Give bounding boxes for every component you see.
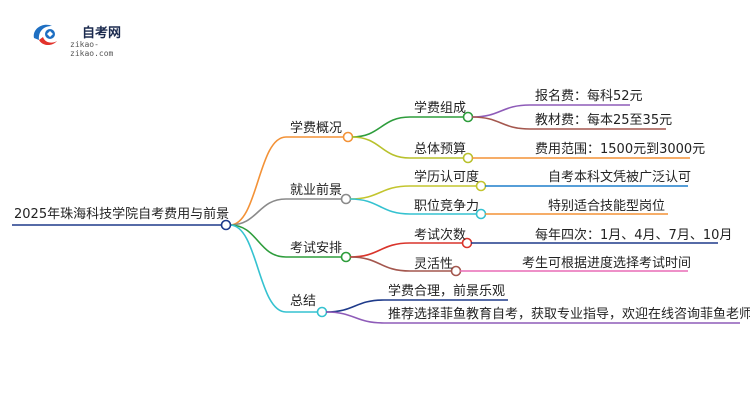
branch-summary: 总结	[290, 294, 317, 309]
edge-root-to-branch-0	[229, 136, 287, 226]
node-flexibility: 灵活性	[414, 257, 454, 272]
branch-node-1	[340, 193, 352, 205]
edge-root-to-branch-3	[229, 224, 287, 313]
leaf-registration-fee: 报名费：每科52元	[535, 89, 643, 104]
edge-branch-3-child-1	[325, 311, 385, 324]
node-summary-recommend: 推荐选择菲鱼教育自考，获取专业指导，欢迎在线咨询菲鱼老师	[388, 307, 750, 322]
branch-node-3	[316, 306, 328, 318]
node-fee-composition: 学费组成	[414, 101, 467, 116]
edge-root-to-branch-1	[229, 198, 287, 226]
node-total-budget: 总体预算	[414, 142, 467, 157]
leaf-degree-recognized: 自考本科文凭被广泛认可	[548, 170, 692, 185]
node-exam-count: 考试次数	[414, 228, 467, 243]
edge-child-0-0-leaf-1	[471, 116, 531, 130]
node-job-competitiveness: 职位竞争力	[414, 199, 480, 214]
edge-branch-1-child-0	[349, 185, 411, 200]
edge-branch-2-child-1	[349, 256, 411, 272]
edge-branch-2-child-0	[349, 242, 411, 258]
leaf-exam-schedule: 每年四次：1月、4月、7月、10月	[535, 228, 733, 243]
leaf-skill-jobs: 特别适合技能型岗位	[548, 199, 666, 214]
branch-exams: 考试安排	[290, 241, 343, 256]
logo-domain: zikao-zikao.com	[70, 40, 114, 58]
site-logo[interactable]: 自考网 zikao-zikao.com	[30, 20, 140, 58]
branch-node-0	[342, 131, 354, 143]
edge-child-0-0-leaf-0	[471, 104, 531, 118]
leaf-textbook-fee: 教材费：每本25至35元	[535, 113, 673, 128]
edge-branch-1-child-1	[349, 198, 411, 215]
branch-fees: 学费概况	[290, 121, 343, 136]
leaf-exam-choice: 考生可根据进度选择考试时间	[522, 256, 692, 271]
mindmap-root: 2025年珠海科技学院自考费用与前景	[14, 207, 230, 222]
node-degree-recognition: 学历认可度	[414, 170, 480, 185]
node-summary-reasonable: 学费合理，前景乐观	[388, 284, 506, 299]
branch-node-2	[340, 251, 352, 263]
logo-icon	[33, 24, 57, 46]
edge-branch-0-child-1	[351, 136, 411, 159]
logo-title: 自考网	[82, 26, 122, 41]
root-node	[220, 219, 232, 231]
edge-root-to-branch-2	[229, 224, 287, 258]
branch-prospects: 就业前景	[290, 183, 343, 198]
edge-branch-0-child-0	[351, 116, 411, 138]
leaf-cost-range: 费用范围：1500元到3000元	[535, 142, 706, 157]
edge-branch-3-child-0	[325, 299, 385, 313]
